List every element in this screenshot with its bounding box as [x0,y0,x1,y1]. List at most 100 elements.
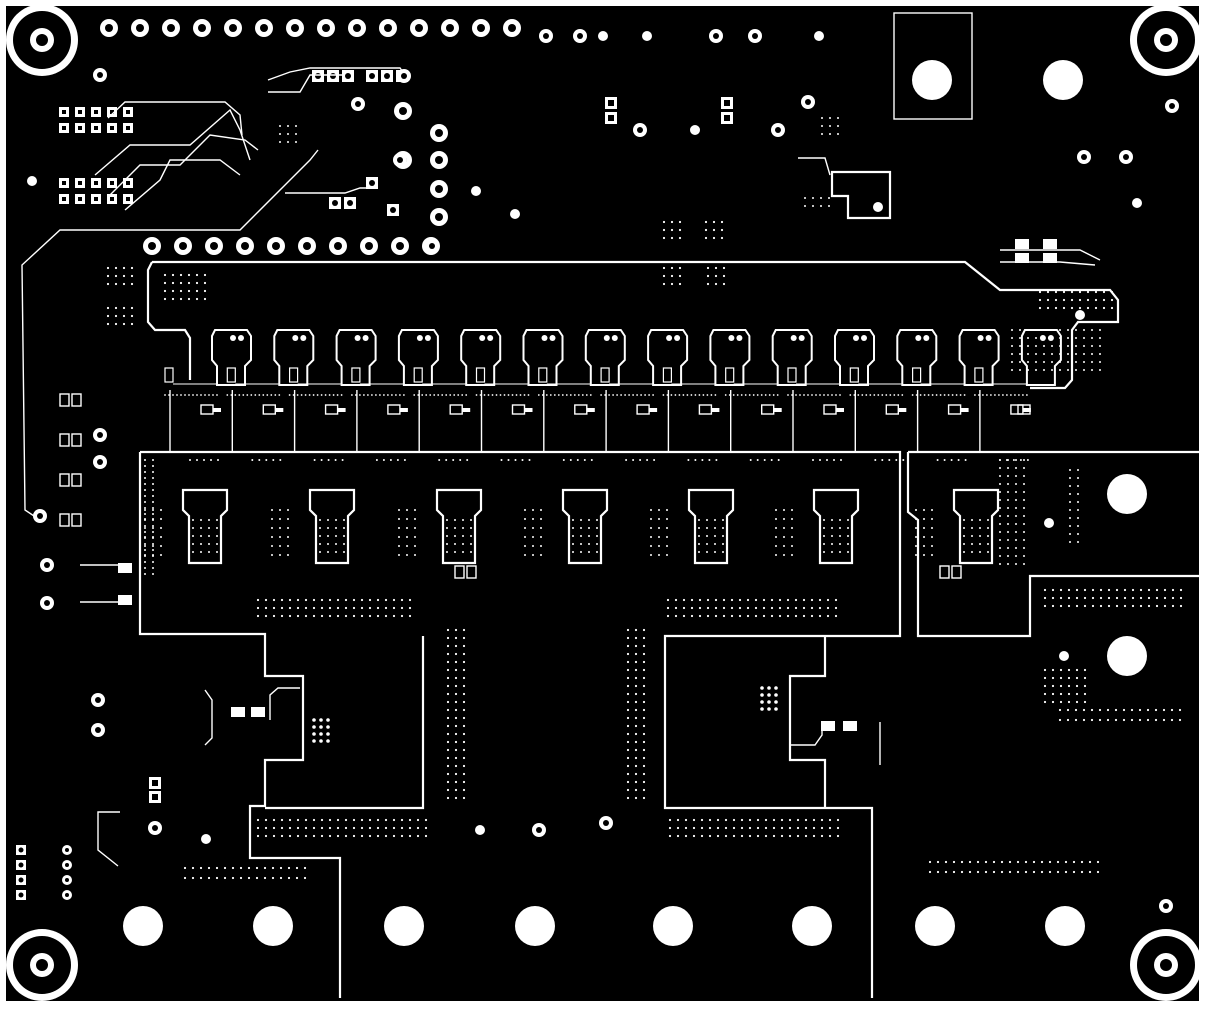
via [820,826,824,830]
via [847,535,849,537]
via [343,519,345,521]
via [775,545,777,547]
via [837,125,839,127]
via [523,394,526,396]
via [163,281,167,285]
via [1015,547,1017,549]
via [668,818,672,822]
via [312,614,316,618]
header-pin-hole [435,129,443,137]
via [320,606,324,610]
heatsink-pad [308,488,356,565]
via [670,266,674,270]
via [446,796,450,800]
via [152,465,154,467]
via [271,866,275,870]
via [1007,555,1009,557]
via [1099,596,1103,600]
via [658,527,660,529]
via [1015,491,1017,493]
header-pin-hole [435,156,443,164]
smd-pad [118,563,132,573]
via [1043,369,1045,371]
via [561,394,564,396]
via [319,732,323,736]
via [272,459,275,461]
via [1023,523,1025,525]
via [1059,596,1063,600]
output-lug [253,906,293,946]
via [756,826,760,830]
via [1083,588,1087,592]
via [978,394,980,396]
resistor-body [399,408,408,412]
via [964,459,967,461]
via [662,274,666,278]
via [287,545,289,547]
via [152,507,154,509]
via [406,527,408,529]
via [716,834,720,838]
via [1075,588,1079,592]
via [812,459,814,461]
via [889,394,892,396]
via [408,606,412,610]
via [352,598,356,602]
via [406,536,408,538]
via [1007,531,1009,533]
via [445,394,448,396]
via [226,394,229,396]
test-point-hole [97,459,103,465]
via [171,281,175,285]
via [312,606,316,610]
sq-pad-hole [315,73,321,79]
via [999,507,1001,509]
via [446,708,450,712]
via [774,693,778,697]
tab-via [611,335,618,341]
via [1059,361,1061,363]
via [847,519,849,521]
via [413,394,416,396]
via [106,322,110,326]
resistor-body [898,408,907,412]
via [1155,588,1159,592]
via [704,220,708,224]
via [740,818,744,822]
via [368,834,372,838]
via [839,551,841,553]
sq-pad-hole [62,181,66,185]
via [216,535,218,537]
sq-pad-hole [724,100,730,106]
via [454,684,458,688]
via [829,125,831,127]
via [823,527,825,529]
via [1078,298,1082,302]
via [296,818,300,822]
via [1043,692,1047,696]
via [207,866,211,870]
via [818,606,822,610]
via [588,527,590,529]
via [706,519,708,521]
via [545,394,548,396]
header-pin-hole [179,242,187,250]
via [462,740,466,744]
via [239,866,243,870]
via [192,535,194,537]
via [1023,459,1025,461]
via [1083,369,1085,371]
sq-pad-hole [369,73,375,79]
via [272,826,276,830]
via [979,535,981,537]
via [1077,533,1079,535]
via [144,554,146,556]
via [296,394,299,396]
via [634,732,638,736]
via [642,764,646,768]
via [692,818,696,822]
via [351,394,353,396]
via [803,394,805,396]
via [791,554,793,556]
via [462,716,466,720]
